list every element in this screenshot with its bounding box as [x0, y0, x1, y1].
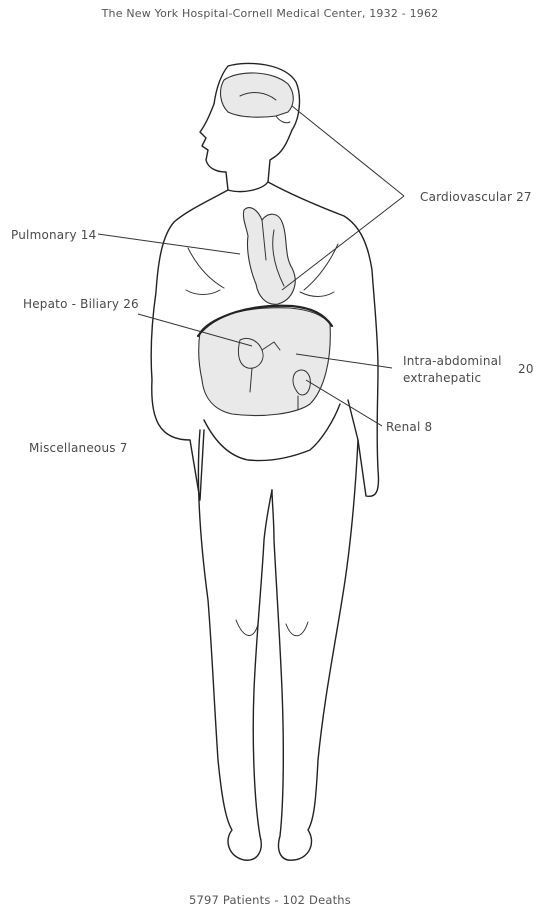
left-leg	[198, 430, 272, 860]
label-intra-abdominal-line2: extrahepatic	[403, 371, 481, 385]
heart-vessels	[243, 208, 295, 305]
brain-shape	[221, 73, 294, 117]
leader-renal	[306, 380, 382, 426]
leader-cardiovascular-brain	[292, 106, 404, 196]
label-intra-abdominal-count: 20	[518, 362, 534, 376]
leader-pulmonary	[98, 234, 240, 254]
label-hepato-biliary: Hepato - Biliary 26	[23, 297, 139, 311]
label-cardiovascular: Cardiovascular 27	[420, 190, 532, 204]
label-renal: Renal 8	[386, 420, 432, 434]
right-leg	[272, 440, 358, 860]
label-miscellaneous: Miscellaneous 7	[29, 441, 128, 455]
brain-stem	[276, 116, 290, 123]
abdomen-organs	[199, 308, 331, 416]
leader-cardiovascular-heart	[282, 196, 404, 290]
label-pulmonary: Pulmonary 14	[11, 228, 96, 242]
diagram-footer: 5797 Patients - 102 Deaths	[0, 893, 540, 907]
label-intra-abdominal-line1: Intra-abdominal	[403, 354, 502, 368]
